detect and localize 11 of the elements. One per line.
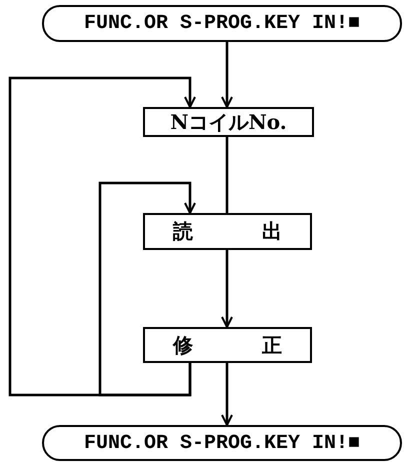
arrow	[98, 182, 196, 396]
connector-line	[226, 137, 228, 213]
arrow	[221, 250, 233, 328]
arrow	[221, 363, 233, 426]
arrow	[8, 76, 196, 396]
terminal-box: FUNC.OR S-PROG.KEY IN!■	[42, 425, 402, 461]
process-box: 修 正	[143, 327, 312, 363]
arrow	[221, 42, 233, 108]
terminal-box: FUNC.OR S-PROG.KEY IN!■	[42, 5, 402, 42]
process-box: NコイルNo.	[143, 107, 314, 137]
process-box: 読 出	[143, 213, 312, 250]
